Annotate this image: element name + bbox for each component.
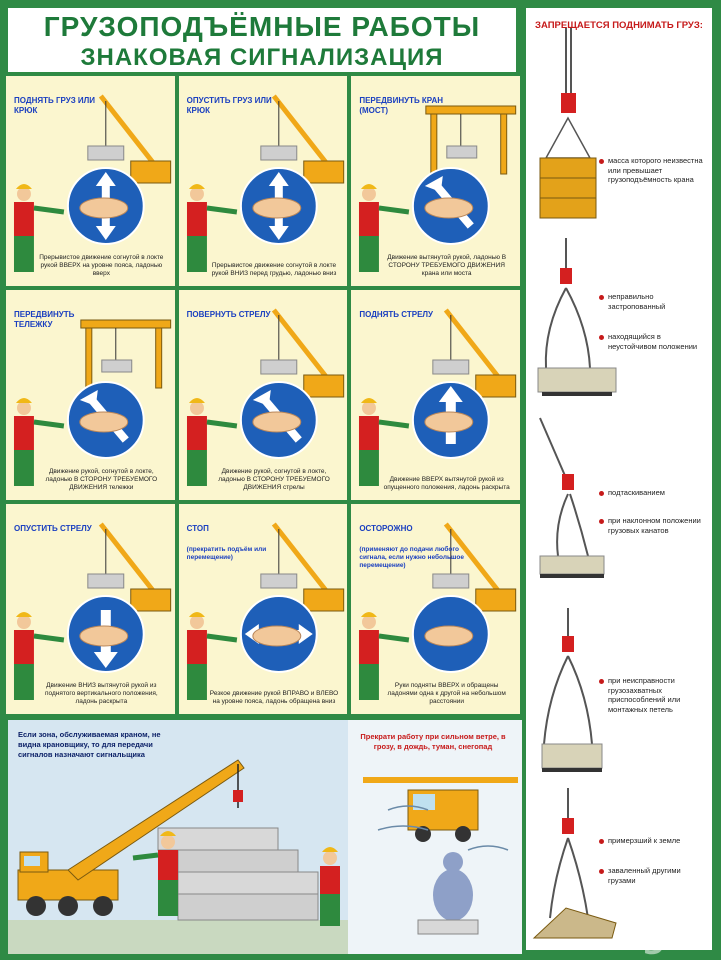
signal-caption: Движение вытянутой рукой, ладонью В СТОР… [387, 254, 507, 277]
signal-label: СТОП [186, 524, 209, 533]
bullet-dot [599, 679, 604, 684]
signal-card: ОСТОРОЖНО (применяют до подачи любого сиг… [351, 504, 520, 714]
bullet-dot [599, 519, 604, 524]
prohibition-note: при наклонном положении грузовых канатов [608, 516, 701, 535]
signal-card: ПОДНЯТЬ СТРЕЛУ Движение ВВЕРХ вытянутой р… [351, 290, 520, 500]
signalman-illustration [8, 720, 522, 954]
signal-label: ОПУСТИТЬ ГРУЗ ИЛИ КРЮК [186, 96, 272, 115]
signal-card: ПОДНЯТЬ ГРУЗ ИЛИ КРЮК Прерывистое движени… [6, 76, 175, 286]
signal-card: ПОВЕРНУТЬ СТРЕЛУ Движение рукой, согнутой… [178, 290, 348, 500]
prohibition-note: заваленный другими грузами [608, 866, 681, 885]
signal-illustration [359, 522, 517, 700]
signal-label: ПОДНЯТЬ СТРЕЛУ [359, 310, 434, 319]
prohibition-note: неправильно застропованный [608, 292, 666, 311]
signal-caption: Резкое движение рукой ВПРАВО и ВЛЕВО на … [209, 690, 339, 705]
prohibited-illustrations [532, 28, 617, 939]
prohibition-note: находящийся в неустойчивом положении [608, 332, 698, 351]
prohibition-note: масса которого неизвестна или превышает … [608, 156, 703, 184]
signal-caption: Прерывистое движение согнутой в локте ру… [39, 254, 164, 277]
signal-sublabel: (применяют до подачи любого сигнала, есл… [359, 546, 464, 569]
bullet-dot [599, 869, 604, 874]
signal-illustration [186, 308, 344, 486]
signal-illustration [13, 319, 172, 486]
signal-card: ПЕРЕДВИНУТЬ ТЕЛЕЖКУ Движение рукой, согну… [6, 290, 175, 500]
signal-illustration [13, 94, 172, 272]
signal-caption: Движение ВНИЗ вытянутой рукой из поднято… [44, 682, 158, 705]
prohibition-note: при неисправности грузозахватных приспос… [608, 676, 681, 714]
watermark: gde [641, 916, 713, 956]
signal-card: ОПУСТИТЬ ГРУЗ ИЛИ КРЮК Прерывистое движен… [178, 76, 348, 286]
poster-subtitle: ЗНАКОВАЯ СИГНАЛИЗАЦИЯ [80, 44, 444, 71]
signal-label: ПОДНЯТЬ ГРУЗ ИЛИ КРЮК [14, 96, 96, 115]
signal-illustration [359, 308, 517, 486]
bullet-dot [599, 159, 604, 164]
bullet-dot [599, 839, 604, 844]
signal-caption: Движение рукой, согнутой в локте, ладонь… [218, 468, 330, 491]
signal-caption: Руки подняты ВВЕРХ и обращены ладонями о… [387, 682, 506, 705]
signal-card: ОПУСТИТЬ СТРЕЛУ Движение ВНИЗ вытянутой р… [6, 504, 175, 714]
prohibition-note: подтаскиванием [608, 488, 665, 497]
signal-grid: ПОДНЯТЬ ГРУЗ ИЛИ КРЮК Прерывистое движени… [6, 76, 520, 714]
signal-label: ПЕРЕДВИНУТЬ КРАН (МОСТ) [359, 96, 443, 115]
signalman-note: Если зона, обслуживаемая краном, не видн… [18, 730, 161, 759]
signalman-panel: Если зона, обслуживаемая краном, не видн… [6, 718, 522, 954]
signal-label: ПОВЕРНУТЬ СТРЕЛУ [186, 310, 271, 319]
prohibited-panel: ЗАПРЕЩАЕТСЯ ПОДНИМАТЬ ГРУЗ: масса которо… [524, 6, 714, 952]
signal-illustration [186, 94, 344, 272]
poster-title: ГРУЗОПОДЪЁМНЫЕ РАБОТЫ [43, 11, 481, 42]
signal-caption: Движение ВВЕРХ вытянутой рукой из опущен… [383, 476, 510, 491]
bullet-dot [599, 295, 604, 300]
signal-label: ОСТОРОЖНО [359, 524, 413, 533]
signal-sublabel: (прекратить подъём или перемещение) [186, 546, 267, 561]
bullet-dot [599, 335, 604, 340]
signal-caption: Движение рукой, согнутой в локте, ладонь… [45, 468, 158, 491]
prohibited-title: ЗАПРЕЩАЕТСЯ ПОДНИМАТЬ ГРУЗ: [535, 20, 703, 31]
signal-label: ОПУСТИТЬ СТРЕЛУ [14, 524, 92, 533]
weather-warning: Прекрати работу при сильном ветре, в гро… [360, 732, 506, 751]
signal-illustration [359, 105, 517, 272]
signal-card: ПЕРЕДВИНУТЬ КРАН (МОСТ) Движение вытянуто… [351, 76, 520, 286]
signal-illustration [186, 522, 344, 700]
signal-caption: Прерывистое движение согнутой в локте ру… [211, 262, 337, 277]
signal-card: СТОП (прекратить подъём или перемещение) Р… [178, 504, 348, 714]
poster-header: ГРУЗОПОДЪЁМНЫЕ РАБОТЫ ЗНАКОВАЯ СИГНАЛИЗА… [6, 6, 518, 74]
signal-label: ПЕРЕДВИНУТЬ ТЕЛЕЖКУ [14, 310, 75, 329]
prohibition-note: примерзший к земле [608, 836, 681, 845]
signal-illustration [13, 522, 172, 700]
bullet-dot [599, 491, 604, 496]
